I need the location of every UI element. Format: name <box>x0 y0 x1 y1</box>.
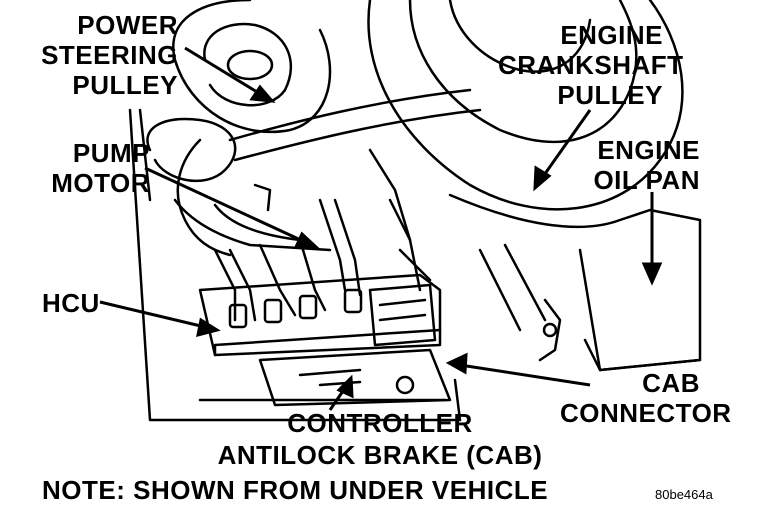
brake-line-4 <box>318 198 347 292</box>
brake-line-3 <box>213 203 302 242</box>
arrow-crankshaft <box>540 109 592 179</box>
brake-line-1 <box>176 138 232 257</box>
label-power-steering-line2: STEERING <box>41 40 178 70</box>
drive-belt <box>228 88 472 142</box>
note-text: NOTE: SHOWN FROM UNDER VEHICLE <box>42 475 549 505</box>
label-hcu: HCU <box>42 288 100 318</box>
controller-body <box>258 348 452 407</box>
cab-connector-body <box>368 283 437 347</box>
label-pump-motor-line1: PUMP <box>72 138 150 168</box>
power-steering-pulley-outline <box>172 0 332 134</box>
mount-bracket <box>128 108 462 422</box>
label-engine-crankshaft: ENGINE CRANKSHAFT PULLEY <box>498 20 684 110</box>
engine-oil-pan-outline <box>448 193 702 372</box>
label-controller-line2: ANTILOCK BRAKE (CAB) <box>217 440 543 470</box>
label-controller-line1: CONTROLLER <box>287 408 473 438</box>
label-power-steering: POWER STEERING PULLEY <box>40 12 178 98</box>
label-cab-connector: CAB CONNECTOR <box>560 368 732 428</box>
label-engine-oil-pan-line1: ENGINE <box>597 135 700 165</box>
arrow-power-steering <box>184 46 263 97</box>
brake-line-2 <box>173 198 332 252</box>
arrow-pump-motor <box>144 166 306 244</box>
label-cab-connector-line2: CONNECTOR <box>560 398 732 428</box>
label-pump-motor-line2: MOTOR <box>51 168 150 198</box>
label-cab-connector-line1: CAB <box>642 368 700 398</box>
arrow-hcu <box>99 300 206 329</box>
label-engine-oil-pan: ENGINE OIL PAN <box>580 137 700 193</box>
label-engine-oil-pan-line2: OIL PAN <box>593 165 700 195</box>
crankshaft-pulley-outline <box>367 0 684 211</box>
label-power-steering-line3: PULLEY <box>72 70 178 100</box>
label-controller: CONTROLLER ANTILOCK BRAKE (CAB) <box>200 410 560 468</box>
label-pump-motor: PUMP MOTOR <box>30 140 150 196</box>
label-engine-crankshaft-line3: PULLEY <box>557 80 663 110</box>
label-engine-crankshaft-line1: ENGINE <box>560 20 663 50</box>
arrow-cab-connector <box>459 363 591 387</box>
label-engine-crankshaft-line2: CRANKSHAFT <box>498 50 684 80</box>
label-power-steering-line1: POWER <box>77 10 178 40</box>
pump-motor-loop <box>146 117 237 183</box>
hcu-body <box>198 273 442 357</box>
figure-id: 80be464a <box>655 487 713 502</box>
